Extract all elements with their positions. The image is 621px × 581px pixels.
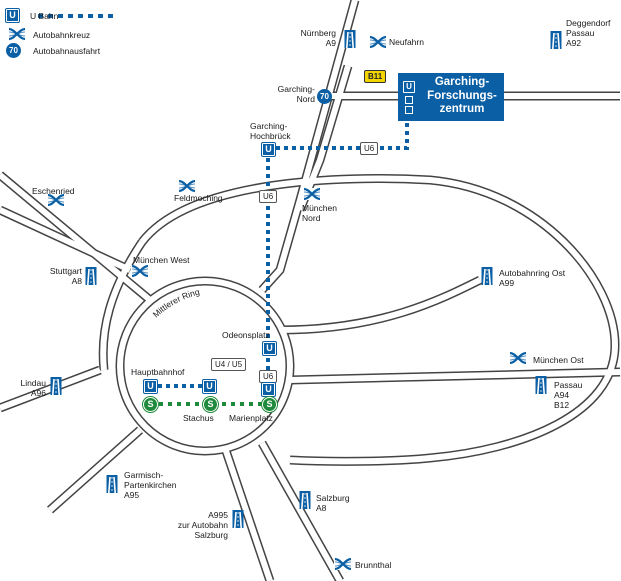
destination-line-1: Garching-: [434, 76, 490, 88]
label-hauptbahnhof: Hauptbahnhof: [131, 367, 185, 377]
autobahn-a92-icon: [549, 30, 563, 50]
station-marienplatz-ubahn-icon: U: [262, 383, 275, 396]
legend-exit-icon: 70: [6, 43, 21, 58]
destination-dot-icon: [405, 106, 413, 114]
station-garching-hochbrueck-icon: U: [262, 143, 275, 156]
destination-box: U Garching- Forschungs- zentrum: [398, 73, 504, 121]
label-neufahrn: Neufahrn: [389, 37, 424, 47]
u4-u5-badge: U4 / U5: [211, 358, 247, 371]
kreuz-brunnthal-icon: [332, 556, 354, 572]
station-stachus-ubahn-icon: U: [203, 380, 216, 393]
destination-line-3: zentrum: [439, 103, 485, 115]
label-garching-nord: Garching-Nord: [277, 84, 315, 104]
exit-70-icon: 70: [317, 89, 332, 104]
label-odeonsplatz: Odeonsplatz: [222, 330, 270, 340]
station-hauptbahnhof-ubahn-icon: U: [144, 380, 157, 393]
autobahn-a8-salzburg-icon: [298, 490, 312, 510]
label-marienplatz: Marienplatz: [229, 413, 273, 423]
label-eschenried: Eschenried: [32, 186, 75, 196]
autobahn-a8-stuttgart-icon: [84, 266, 98, 286]
label-stachus: Stachus: [183, 413, 214, 423]
station-hauptbahnhof-sbahn-icon: S: [143, 397, 158, 412]
station-stachus-sbahn-icon: S: [203, 397, 218, 412]
label-muenchen-ost: München Ost: [533, 355, 584, 365]
destination-dot-icon: [405, 96, 413, 104]
station-marienplatz-sbahn-icon: S: [262, 397, 277, 412]
label-feldmoching: Feldmoching: [174, 193, 223, 203]
u6-badge-top: U6: [360, 142, 379, 155]
destination-line-2: Forschungs-: [427, 89, 497, 102]
autobahn-a95-icon: [105, 474, 119, 494]
legend-exit-label: Autobahnausfahrt: [33, 46, 101, 56]
autobahn-a94-icon: [534, 375, 548, 395]
autobahn-a96-icon: [49, 376, 63, 396]
label-brunnthal: Brunnthal: [355, 560, 392, 570]
kreuz-neufahrn-icon: [367, 34, 389, 50]
label-garching-hochbrueck: Garching-Hochbrück: [250, 121, 291, 141]
legend-ubahn-icon: U: [6, 9, 19, 22]
kreuz-muenchen-west-icon: [129, 263, 151, 279]
u6-badge-mid: U6: [259, 190, 278, 203]
autobahn-a995-icon: [231, 509, 245, 529]
legend-ubahn-label: U Bahn: [30, 11, 59, 21]
label-muenchen-west: München West: [133, 255, 190, 265]
autobahn-a9-icon: [343, 29, 357, 49]
station-odeonsplatz-icon: U: [263, 342, 276, 355]
destination-title: Garching- Forschungs- zentrum: [424, 76, 500, 117]
kreuz-muenchen-nord-icon: [301, 186, 323, 202]
b11-badge: B11: [364, 70, 387, 83]
legend-kreuz-label: Autobahnkreuz: [33, 30, 91, 40]
destination-ubahn-icon: U: [403, 81, 415, 93]
legend-kreuz-icon: [6, 26, 28, 42]
kreuz-feldmoching-icon: [176, 178, 198, 194]
u6-badge-low: U6: [259, 370, 278, 383]
autobahn-a99-icon: [480, 266, 494, 286]
kreuz-muenchen-ost-icon: [507, 350, 529, 366]
